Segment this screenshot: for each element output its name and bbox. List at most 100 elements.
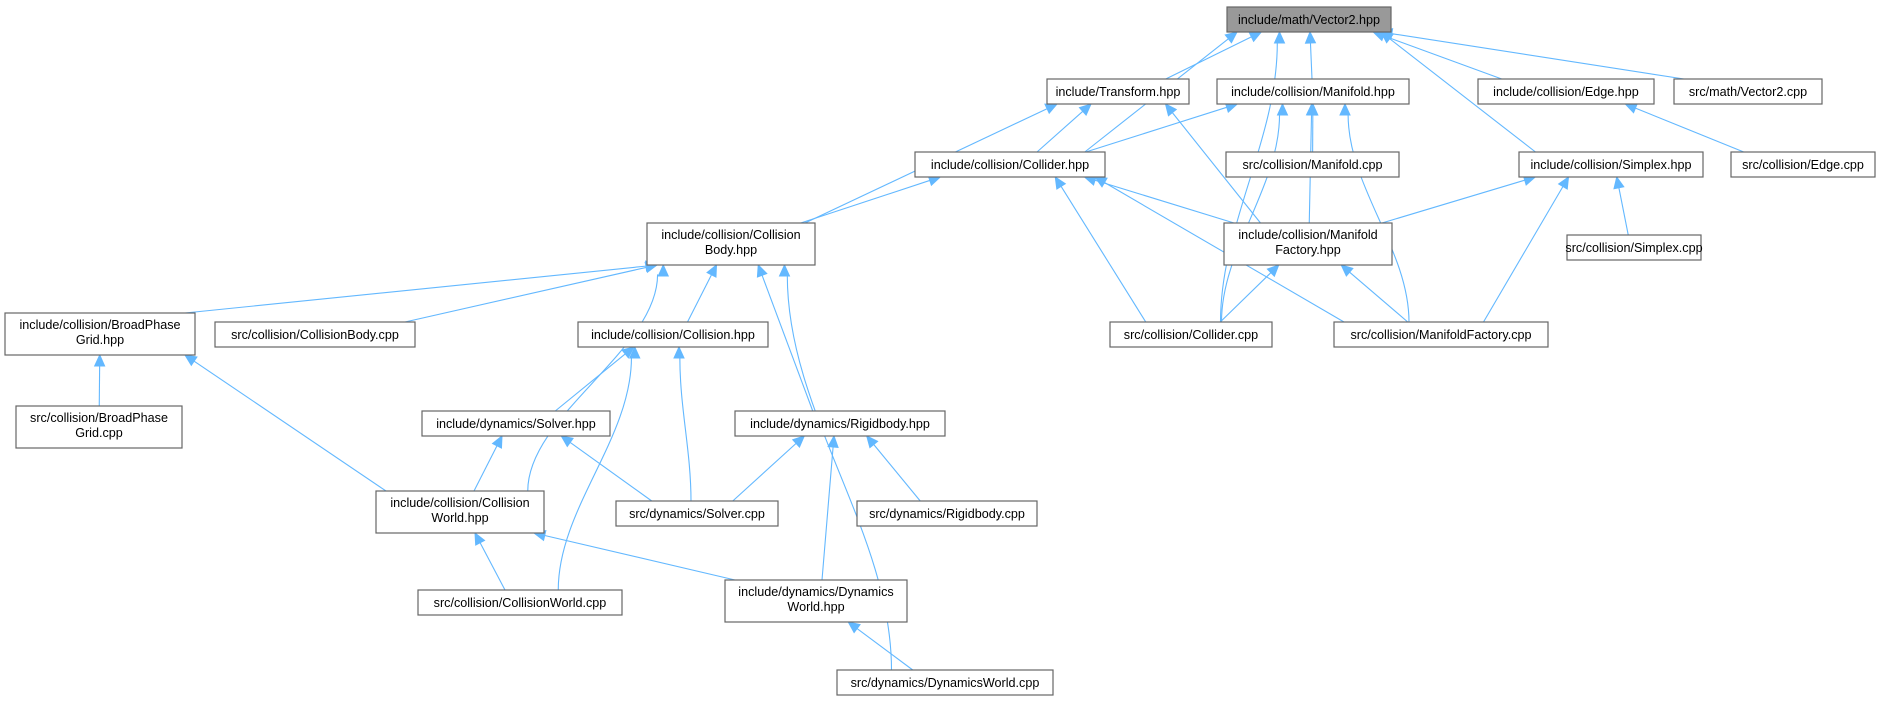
node-label: Grid.cpp <box>75 426 123 440</box>
node-rigidbody-hpp[interactable]: include/dynamics/Rigidbody.hpp <box>734 410 946 437</box>
node-rigidbody-cpp[interactable]: src/dynamics/Rigidbody.cpp <box>856 500 1038 527</box>
edge-line <box>557 357 632 591</box>
edge-manifoldfactory-hpp-to-manifoldfactory-cpp <box>1340 264 1409 323</box>
node-label: src/collision/BroadPhase <box>30 411 168 425</box>
edge-line <box>184 265 647 314</box>
edge-arrowhead <box>628 345 641 359</box>
edge-arrowhead <box>491 434 503 449</box>
node-edge-cpp[interactable]: src/collision/Edge.cpp <box>1730 151 1876 178</box>
node-simplex-cpp[interactable]: src/collision/Simplex.cpp <box>1565 234 1703 261</box>
node-label: include/collision/BroadPhase <box>19 318 180 332</box>
node-label: include/dynamics/Dynamics <box>738 585 893 599</box>
node-solver-cpp[interactable]: src/dynamics/Solver.cpp <box>615 500 779 527</box>
edge-collider-hpp-to-collisionbody-hpp <box>800 175 942 224</box>
node-vector2-hpp[interactable]: include/math/Vector2.hpp <box>1226 6 1392 33</box>
edge-collider-hpp-to-manifoldfactory-hpp <box>1083 174 1235 224</box>
node-manifold-cpp[interactable]: src/collision/Manifold.cpp <box>1225 151 1400 178</box>
edge-line <box>821 446 834 581</box>
node-label: src/collision/Edge.cpp <box>1742 158 1864 172</box>
edge-arrowhead <box>706 263 718 278</box>
edge-arrowhead <box>657 263 670 277</box>
edge-line <box>1309 42 1313 80</box>
node-manifold-hpp[interactable]: include/collision/Manifold.hpp <box>1216 78 1410 105</box>
edge-arrowhead <box>93 353 106 367</box>
node-transform-hpp[interactable]: include/Transform.hpp <box>1046 78 1190 105</box>
node-manifoldfactory-cpp[interactable]: src/collision/ManifoldFactory.cpp <box>1333 321 1549 348</box>
node-box <box>836 669 1054 696</box>
node-box <box>1730 151 1876 178</box>
node-label: include/collision/Collider.hpp <box>931 158 1089 172</box>
node-dynamicsworld-hpp[interactable]: include/dynamics/DynamicsWorld.hpp <box>724 579 908 623</box>
edge-line <box>1635 107 1744 153</box>
edge-line <box>873 444 921 502</box>
edge-arrowhead <box>1305 102 1318 116</box>
node-collisionbody-cpp[interactable]: src/collision/CollisionBody.cpp <box>214 321 416 348</box>
edge-simplex-hpp-to-manifoldfactory-cpp <box>1483 175 1570 323</box>
edge-arrowhead <box>560 435 574 448</box>
edge-line <box>1618 187 1629 236</box>
node-box <box>856 500 1038 527</box>
node-manifoldfactory-hpp[interactable]: include/collision/ManifoldFactory.hpp <box>1223 222 1393 266</box>
node-box <box>1477 78 1655 105</box>
edge-vector2-hpp-to-edge-hpp <box>1372 30 1502 80</box>
node-label: include/collision/Manifold.hpp <box>1231 85 1395 99</box>
edge-line <box>800 179 930 224</box>
node-vector2-cpp[interactable]: src/math/Vector2.cpp <box>1673 78 1823 105</box>
edge-collisionworld-hpp-to-dynamicsworld-hpp <box>532 529 736 581</box>
edge-layer <box>93 28 1744 671</box>
edge-line <box>732 442 797 502</box>
edge-simplex-hpp-to-manifoldfactory-hpp <box>1381 174 1537 224</box>
edge-arrowhead <box>474 531 486 546</box>
edge-arrowhead <box>756 263 768 278</box>
edge-rigidbody-hpp-to-dynamicsworld-hpp <box>821 434 839 581</box>
edge-manifold-hpp-to-collider-cpp <box>1220 102 1289 323</box>
node-dynamicsworld-cpp[interactable]: src/dynamics/DynamicsWorld.cpp <box>836 669 1054 696</box>
edge-line <box>1060 186 1147 323</box>
node-box <box>615 500 779 527</box>
edge-solver-hpp-to-solver-cpp <box>560 435 653 502</box>
node-label: include/math/Vector2.hpp <box>1238 13 1380 27</box>
edge-arrowhead <box>1044 103 1059 115</box>
edge-vector2-hpp-to-simplex-hpp <box>1380 31 1536 153</box>
node-label: src/dynamics/Solver.cpp <box>629 507 765 521</box>
edge-line <box>1347 114 1410 323</box>
node-collisionworld-cpp[interactable]: src/collision/CollisionWorld.cpp <box>417 589 623 616</box>
edge-rigidbody-hpp-to-solver-cpp <box>732 435 806 502</box>
node-box <box>15 405 183 449</box>
node-label: src/math/Vector2.cpp <box>1689 85 1807 99</box>
edge-arrowhead <box>1093 176 1108 188</box>
edge-line <box>479 542 506 591</box>
node-label: include/collision/Edge.hpp <box>1493 85 1639 99</box>
edge-arrowhead <box>1340 264 1354 277</box>
edge-arrowhead <box>847 621 861 634</box>
edge-arrowhead <box>1339 102 1351 116</box>
edge-line <box>1349 271 1409 323</box>
node-simplex-hpp[interactable]: include/collision/Simplex.hpp <box>1518 151 1704 178</box>
edge-vector2-hpp-to-manifold-hpp <box>1304 30 1317 80</box>
node-solver-hpp[interactable]: include/dynamics/Solver.hpp <box>421 410 611 437</box>
edge-line <box>1165 36 1252 80</box>
edge-collision-hpp-to-solver-hpp <box>554 346 635 412</box>
node-collisionbody-hpp[interactable]: include/collision/CollisionBody.hpp <box>646 222 816 266</box>
node-collider-hpp[interactable]: include/collision/Collider.hpp <box>914 151 1106 178</box>
edge-line <box>1381 179 1525 224</box>
edge-transform-hpp-to-manifoldfactory-hpp <box>1164 103 1261 224</box>
node-label: include/collision/Collision.hpp <box>591 328 755 342</box>
node-collisionworld-hpp[interactable]: include/collision/CollisionWorld.hpp <box>375 490 545 534</box>
node-label: include/dynamics/Rigidbody.hpp <box>750 417 930 431</box>
edge-arrowhead <box>791 435 806 449</box>
node-box <box>1109 321 1273 348</box>
node-collider-cpp[interactable]: src/collision/Collider.cpp <box>1109 321 1273 348</box>
node-label: src/dynamics/Rigidbody.cpp <box>869 507 1025 521</box>
node-label: include/collision/Collision <box>390 496 529 510</box>
edge-arrowhead <box>183 354 198 367</box>
node-box <box>577 321 769 348</box>
node-edge-hpp[interactable]: include/collision/Edge.hpp <box>1477 78 1655 105</box>
edge-dynamicsworld-hpp-to-dynamicsworld-cpp <box>847 621 914 671</box>
edge-arrowhead <box>1380 31 1394 44</box>
node-collision-hpp[interactable]: include/collision/Collision.hpp <box>577 321 769 348</box>
node-label: include/Transform.hpp <box>1056 85 1181 99</box>
edge-arrowhead <box>1304 30 1317 44</box>
